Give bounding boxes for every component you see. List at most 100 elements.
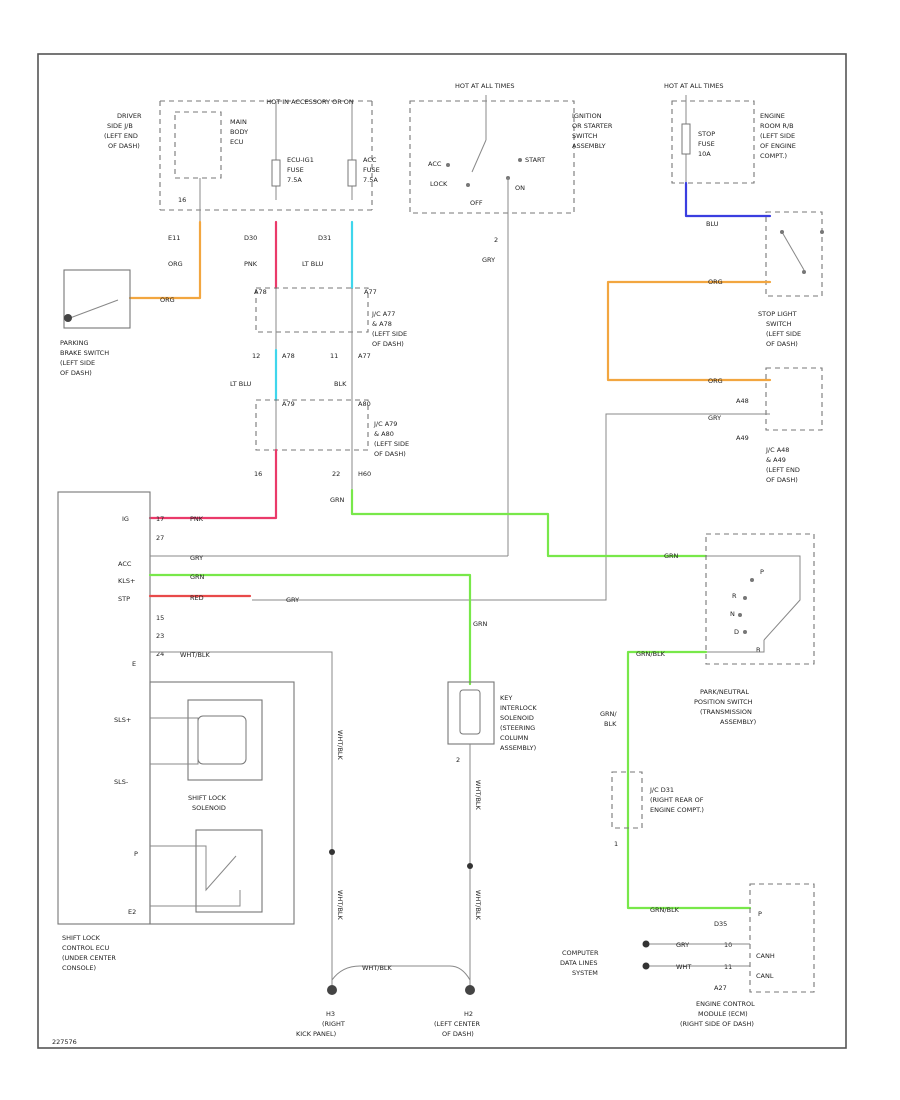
gry-label-4: GRY [286, 596, 299, 604]
pin-a78-label: A78 [282, 352, 295, 360]
shift-switch-return [150, 890, 241, 907]
grn-label-3: GRN [473, 620, 488, 628]
jc-a77-label-4: OF DASH) [372, 340, 404, 348]
pb-label-3: (LEFT SIDE [60, 359, 95, 367]
engine-rb-label-5: COMPT.) [760, 152, 787, 160]
stop-light-label-1: STOP LIGHT [758, 310, 797, 318]
pin-a49-label: A49 [736, 434, 749, 442]
ground-crossover [331, 965, 471, 981]
ground-h3-icon [327, 985, 337, 995]
ign-pin-label: 2 [494, 236, 498, 244]
pin-a48-label: A48 [736, 397, 749, 405]
stop-light-label-2: SWITCH [766, 320, 792, 328]
pin-a79-label: A79 [282, 400, 295, 408]
ecu-sls-p-label: SLS+ [114, 716, 131, 724]
pin-23-label: 23 [156, 632, 164, 640]
hot-acc-label: HOT IN ACCESSORY OR ON [266, 98, 354, 106]
ground-h2-label-2: (LEFT CENTER [434, 1020, 481, 1028]
pnp-b-label: B [756, 646, 760, 654]
ecm-label-3: (RIGHT SIDE OF DASH) [680, 1020, 754, 1028]
stop-switch-pin-2 [820, 230, 824, 234]
data-line-arrow-icon [642, 940, 650, 948]
jc-a48-label-3: (LEFT END [766, 466, 800, 474]
stop-switch-contact [781, 231, 805, 271]
diagram-frame [37, 53, 847, 1049]
grn-label-4: GRN [664, 552, 679, 560]
lt-blu-label-2: LT BLU [230, 380, 252, 388]
pnp-pin-n [738, 613, 742, 617]
ign-switch-label-4: ASSEMBLY [572, 142, 606, 150]
engine-rb-label-3: (LEFT SIDE [760, 132, 795, 140]
ground-h2-label-1: H2 [464, 1010, 473, 1018]
lt-blu-label-1: LT BLU [302, 260, 324, 268]
org-label-4: ORG [708, 377, 723, 385]
key-label-5: COLUMN [500, 734, 528, 742]
ign-switch-label-2: OR STARTER [572, 122, 613, 130]
solenoid-lead [150, 717, 199, 765]
grn-blk-label-2b: BLK [604, 720, 617, 728]
acc-fuse-label-3: 7.5A [363, 176, 378, 184]
computer-label-1: COMPUTER [562, 949, 599, 957]
key-label-4: (STEERING [500, 724, 535, 732]
jc-a79-label-1: J/C A79 [373, 420, 397, 428]
wht-blk-label-2: WHT/BLK [336, 730, 344, 761]
pin-a80-label: A80 [358, 400, 371, 408]
stop-light-label-4: OF DASH) [766, 340, 798, 348]
splice-dot-h3 [329, 849, 335, 855]
pnp-pin-d [743, 630, 747, 634]
computer-label-3: SYSTEM [572, 969, 598, 977]
org-label-2: ORG [160, 296, 175, 304]
jc-a48-box [765, 367, 823, 431]
stop-switch-pin-1 [780, 230, 784, 234]
ecm-box [749, 883, 815, 993]
pin-d35-label: D35 [714, 920, 727, 928]
ignition-switch-box [409, 100, 575, 214]
stop-light-switch-box [765, 211, 823, 297]
pnp-label-1: PARK/NEUTRAL [700, 688, 749, 696]
main-body-ecu-box [174, 111, 222, 179]
pnk-label-2: PNK [190, 515, 204, 523]
pnk-wire-lower [148, 448, 278, 520]
key-interlock-coil-icon [459, 689, 481, 735]
hot-all-times-2: HOT AT ALL TIMES [664, 82, 724, 90]
pnp-switch-box [705, 533, 815, 665]
pb-label-1: PARKING [60, 339, 89, 347]
pin-11-label: 11 [330, 352, 338, 360]
pnp-return [706, 640, 765, 653]
pb-contact [69, 299, 119, 319]
pnp-r-label: R [732, 592, 737, 600]
grn-pnp-wire [350, 488, 708, 558]
jc-a77-label-1: J/C A77 [371, 310, 395, 318]
engine-rb-label-2: ROOM R/B [760, 122, 794, 130]
jc-a77-box [255, 287, 369, 333]
pnp-p-label: P [760, 568, 764, 576]
ecu-p-label: P [134, 850, 138, 858]
wht-blk-label-3: WHT/BLK [336, 890, 344, 921]
stop-fuse-icon [681, 123, 691, 155]
ign-gry-label: GRY [482, 256, 495, 264]
pnp-label-2: POSITION SWITCH [694, 698, 753, 706]
can-h-label: CANH [756, 952, 775, 960]
main-body-label-1: MAIN [230, 118, 247, 126]
ecu-ig-label: IG [122, 515, 129, 523]
pnk-label: PNK [244, 260, 258, 268]
stop-switch-pin-3 [802, 270, 806, 274]
jc-a77-label-3: (LEFT SIDE [372, 330, 407, 338]
ground-h2-icon [465, 985, 475, 995]
stop-fuse-label-3: 10A [698, 150, 711, 158]
wht-blk-label-4: WHT/BLK [474, 780, 482, 811]
shift-ecu-label-2: CONTROL ECU [62, 944, 109, 952]
key-label-2: INTERLOCK [500, 704, 537, 712]
ign-switch-label-1: IGNITION [572, 112, 602, 120]
stop-fuse-label-2: FUSE [698, 140, 715, 148]
driver-jb-label-4: OF DASH) [108, 142, 140, 150]
pin-e11-label: E11 [168, 234, 180, 242]
main-body-label-3: ECU [230, 138, 244, 146]
ign-lock-label: LOCK [430, 180, 448, 188]
pnp-contact [706, 555, 801, 641]
ecm-p-label: P [758, 910, 762, 918]
ecu-ig-fuse-icon [271, 159, 281, 187]
ign-acc-label: ACC [428, 160, 442, 168]
ecu-ig-fuse-label-2: FUSE [287, 166, 304, 174]
